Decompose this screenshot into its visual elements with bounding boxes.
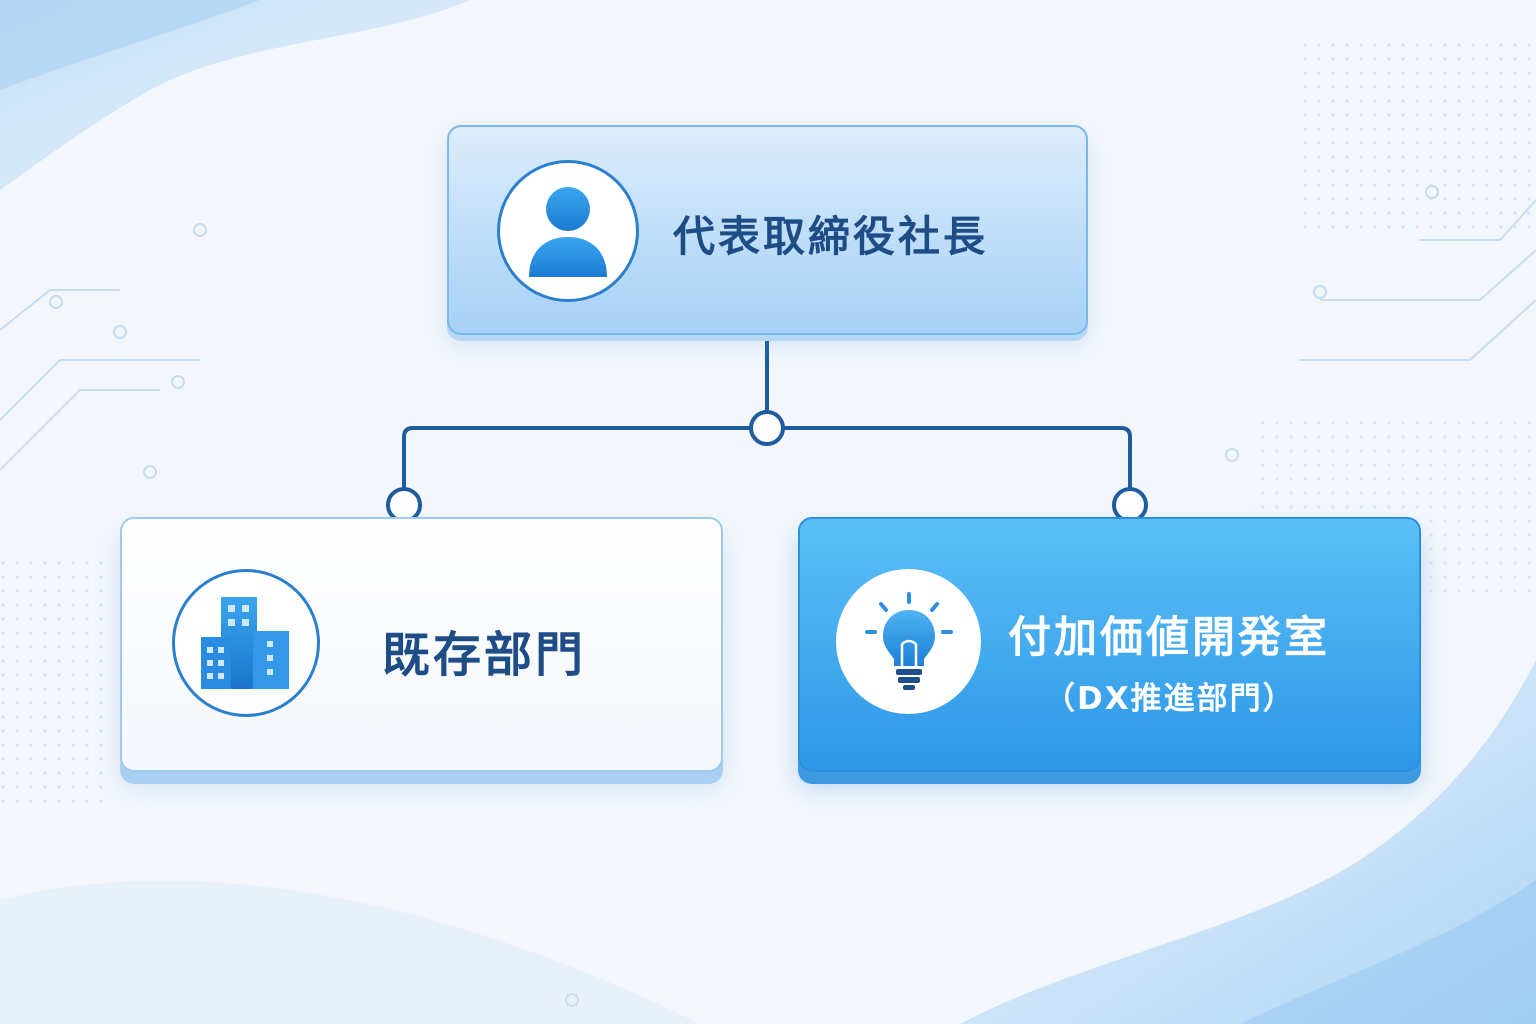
junction-dot-center (749, 410, 785, 446)
node-dx-department: 付加価値開発室 （DX推進部門） (798, 517, 1421, 772)
node-existing-department: 既存部門 (120, 517, 723, 772)
lightbulb-icon (864, 591, 953, 690)
dx-icon-circle (836, 569, 981, 714)
connector-left (402, 426, 751, 490)
building-icon (201, 597, 289, 689)
connector-right (784, 426, 1132, 490)
node-ceo: 代表取締役社長 (447, 125, 1088, 335)
ceo-icon-circle (497, 160, 639, 302)
person-icon (529, 187, 607, 277)
existing-icon-circle (172, 569, 320, 717)
dx-department-subtitle: （DX推進部門） (1044, 681, 1296, 717)
ceo-title: 代表取締役社長 (673, 212, 989, 261)
dx-department-title: 付加価値開発室 (1008, 613, 1330, 663)
existing-department-title: 既存部門 (382, 627, 587, 683)
